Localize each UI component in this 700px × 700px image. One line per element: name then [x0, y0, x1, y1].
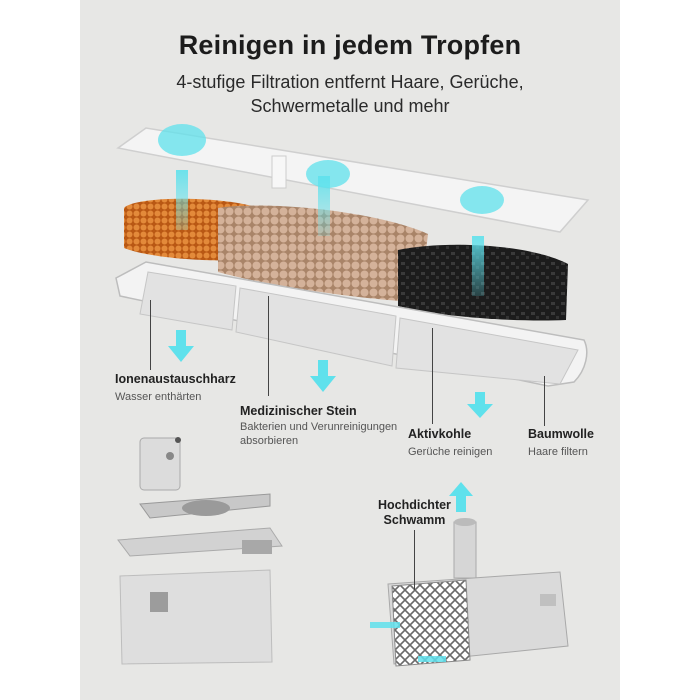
- desc-medical-stone-line-1: Bakterien und Verunreinigungen: [240, 421, 398, 433]
- leader-line-cotton: [544, 376, 545, 426]
- down-arrow-icon: [310, 360, 336, 392]
- fountain-illustration: [117, 437, 283, 665]
- infographic-panel: Reinigen in jedem Tropfen 4-stufige Filt…: [80, 0, 620, 700]
- down-arrow-icon: [168, 330, 194, 362]
- leader-line-resin: [150, 300, 151, 370]
- desc-cotton: Haare filtern: [528, 446, 588, 458]
- leader-line-stone: [268, 296, 269, 396]
- label-activated-carbon: Aktivkohle: [408, 427, 472, 441]
- desc-activated-carbon: Gerüche reinigen: [408, 446, 493, 458]
- filter-illustration: [115, 124, 590, 667]
- desc-medical-stone: Bakterien und Verunreinigungen absorbier…: [240, 420, 397, 448]
- label-sponge: Hochdichter Schwamm: [378, 498, 451, 528]
- label-ion-exchange-resin: Ionenaustauschharz: [115, 372, 236, 386]
- label-sponge-line-1: Hochdichter: [378, 498, 451, 512]
- leader-line-carbon: [432, 328, 433, 424]
- medical-stone-layer: [218, 205, 428, 302]
- desc-medical-stone-line-2: absorbieren: [240, 435, 299, 447]
- page-title: Reinigen in jedem Tropfen: [178, 30, 522, 60]
- up-arrow-icon: [449, 482, 473, 512]
- label-sponge-line-2: Schwamm: [383, 513, 446, 527]
- pump-sponge-illustration: [387, 518, 569, 667]
- label-cotton: Baumwolle: [528, 427, 594, 441]
- desc-ion-exchange-resin: Wasser enthärten: [115, 391, 202, 403]
- down-arrow-icon: [467, 392, 493, 418]
- subtitle-line-1: 4-stufige Filtration entfernt Haare, Ger…: [176, 72, 524, 92]
- page-subtitle: 4-stufige Filtration entfernt Haare, Ger…: [80, 70, 620, 118]
- label-medical-stone: Medizinischer Stein: [240, 404, 357, 418]
- leader-line-sponge: [414, 530, 415, 590]
- subtitle-line-2: Schwermetalle und mehr: [250, 96, 450, 116]
